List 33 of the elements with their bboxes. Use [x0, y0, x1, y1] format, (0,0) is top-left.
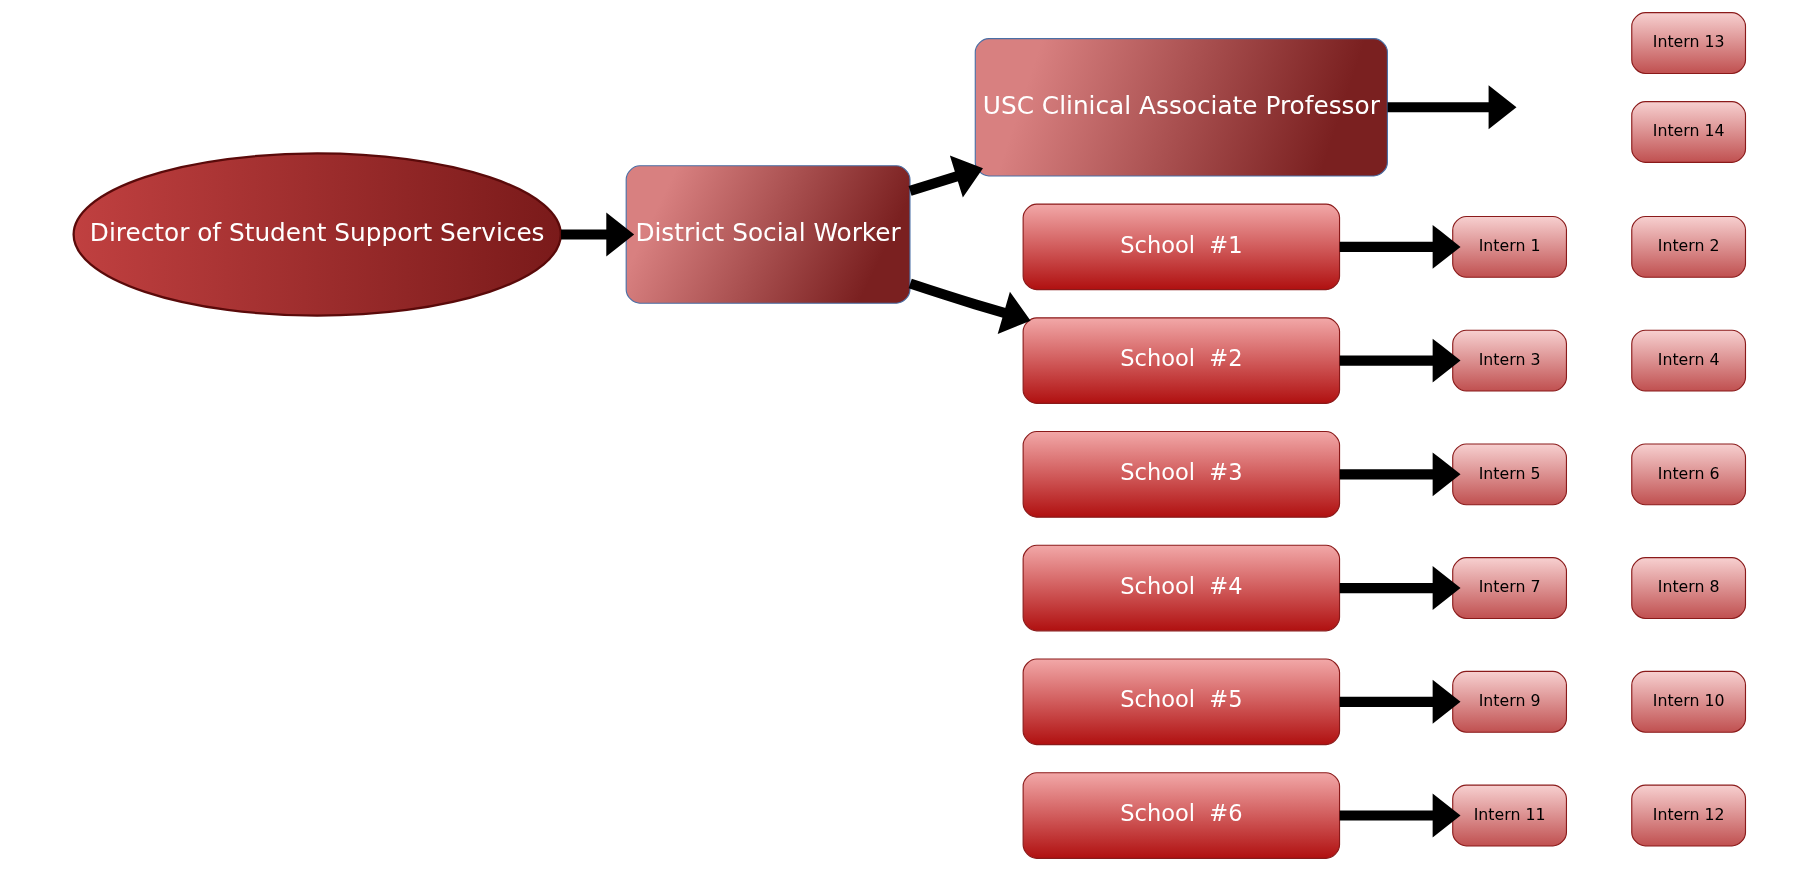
- node-box: School #6: [1022, 772, 1340, 859]
- node-box: School #4: [1022, 544, 1340, 632]
- node-box: Intern 9: [1451, 670, 1567, 733]
- node-box: USC Clinical Associate Professor: [974, 38, 1388, 177]
- node-box: Intern 11: [1451, 784, 1567, 847]
- arrow: [1339, 224, 1461, 269]
- node-box: Intern 2: [1630, 215, 1746, 278]
- node-box: Intern 8: [1630, 557, 1746, 620]
- arrow: [1339, 679, 1461, 724]
- node-box: School #2: [1022, 317, 1340, 404]
- node-box: School #5: [1022, 658, 1340, 746]
- node-box: Intern 14: [1630, 101, 1746, 163]
- arrow: [1339, 566, 1461, 611]
- node-box: Intern 3: [1451, 329, 1567, 392]
- arrow: [1339, 793, 1461, 838]
- node-box: Intern 5: [1451, 443, 1567, 506]
- arrow: [908, 278, 1031, 334]
- arrow: [1339, 452, 1461, 497]
- node-box: School #1: [1022, 203, 1340, 291]
- node-box: School #3: [1022, 431, 1340, 518]
- node-box: Intern 6: [1630, 443, 1746, 506]
- node-box: Intern 4: [1630, 329, 1746, 392]
- arrow: [1387, 85, 1516, 130]
- node-box: Intern 7: [1451, 557, 1567, 620]
- arrow: [908, 155, 983, 198]
- node-box: Intern 1: [1451, 215, 1567, 278]
- node-box: Intern 13: [1630, 12, 1746, 75]
- node-box: District Social Worker: [625, 165, 911, 304]
- node-box: Intern 12: [1630, 784, 1746, 847]
- arrow: [1339, 338, 1461, 383]
- arrow: [560, 212, 634, 257]
- node-ellipse: Director of Student Support Services: [72, 152, 562, 317]
- node-box: Intern 10: [1630, 670, 1746, 733]
